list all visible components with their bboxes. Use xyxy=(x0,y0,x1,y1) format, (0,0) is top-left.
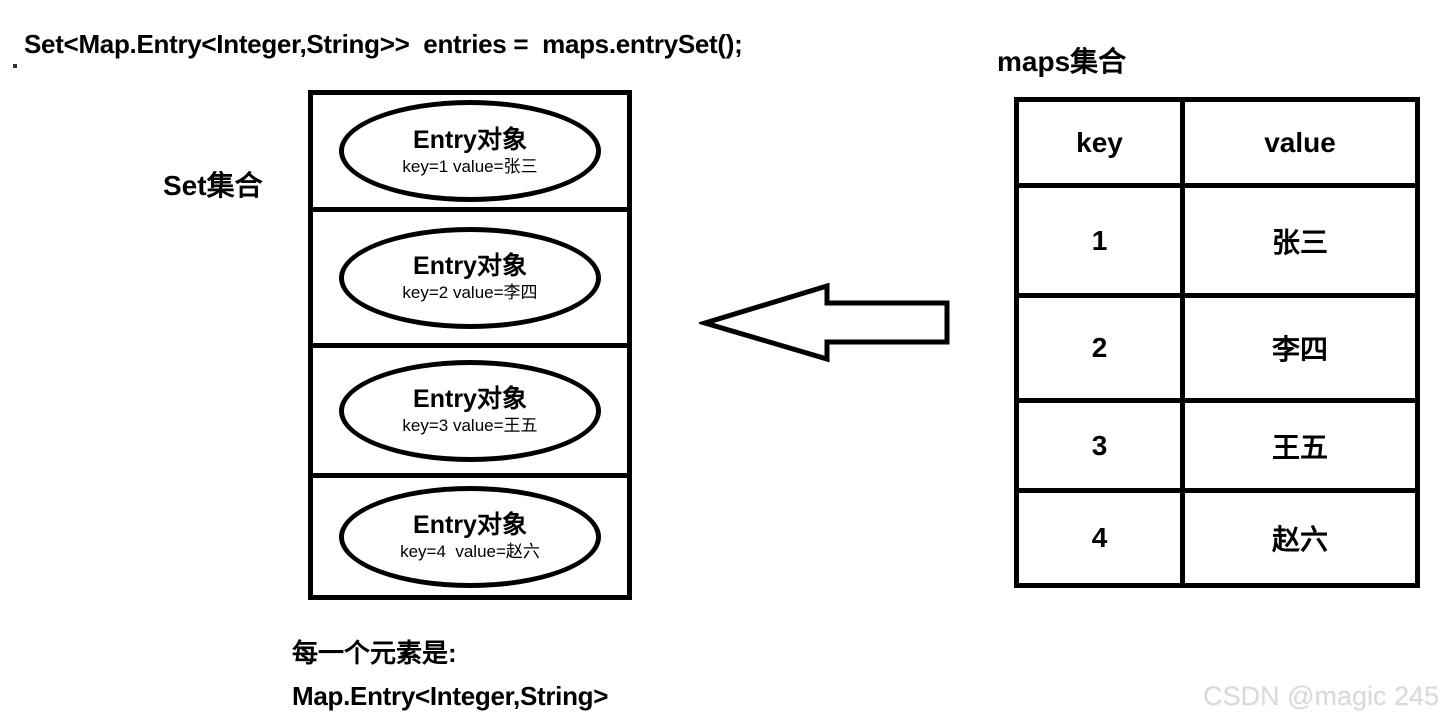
code-statement: Set<Map.Entry<Integer,String>> entries =… xyxy=(24,29,743,59)
entry-object-title: Entry对象 xyxy=(413,385,527,413)
entry-object-detail: key=2 value=李四 xyxy=(402,283,538,302)
table-cell-value: 赵六 xyxy=(1271,524,1328,555)
set-collection-box: Entry对象 key=1 value=张三 Entry对象 key=2 val… xyxy=(308,90,632,600)
entry-object-ellipse: Entry对象 key=3 value=王五 xyxy=(339,359,601,462)
stray-mark xyxy=(13,64,17,68)
set-collection-label: Set集合 xyxy=(163,170,263,201)
entry-object-title: Entry对象 xyxy=(413,125,527,154)
table-cell-key: 1 xyxy=(1019,188,1185,298)
table-cell-key: 2 xyxy=(1019,298,1185,403)
entry-object-detail: key=1 value=张三 xyxy=(402,156,538,176)
entry-object-detail: key=4 value=赵六 xyxy=(400,542,540,561)
footnote-line1: 每一个元素是: xyxy=(292,638,457,668)
entry-object-title: Entry对象 xyxy=(413,511,527,539)
maps-collection-label: maps集合 xyxy=(997,46,1127,77)
block-arrow-left-icon xyxy=(699,282,950,363)
entry-object-ellipse: Entry对象 key=2 value=李四 xyxy=(339,226,601,329)
table-cell-value: 张三 xyxy=(1185,188,1415,298)
footnote-line2: Map.Entry<Integer,String> xyxy=(292,681,609,711)
maps-table: key value 1 张三 2 李四 3 王五 4 赵六 xyxy=(1014,97,1420,588)
table-cell-value: 李四 xyxy=(1185,298,1415,403)
entry-object-detail: key=3 value=王五 xyxy=(402,416,538,435)
set-entry-cell: Entry对象 key=4 value=赵六 xyxy=(313,478,627,595)
set-entry-cell: Entry对象 key=2 value=李四 xyxy=(313,212,627,348)
table-cell-key: 4 xyxy=(1019,493,1185,583)
watermark-text: CSDN @magic 245 xyxy=(1203,681,1439,711)
table-header-key: key xyxy=(1019,102,1185,188)
entry-object-title: Entry对象 xyxy=(413,252,527,280)
table-cell-key: 3 xyxy=(1019,403,1185,493)
entry-object-ellipse: Entry对象 key=4 value=赵六 xyxy=(339,485,601,588)
table-cell-value: 王五 xyxy=(1185,403,1415,493)
entry-object-ellipse: Entry对象 key=1 value=张三 xyxy=(339,100,601,202)
table-header-value: value xyxy=(1185,102,1415,188)
set-entry-cell: Entry对象 key=3 value=王五 xyxy=(313,348,627,478)
set-entry-cell: Entry对象 key=1 value=张三 xyxy=(313,95,627,212)
